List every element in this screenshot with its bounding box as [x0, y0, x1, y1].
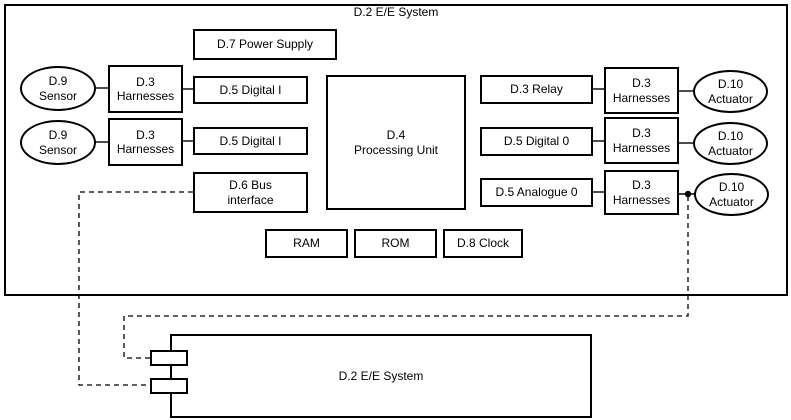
digital-input-1-node: D.5 Digital I [193, 76, 308, 104]
digital-input-2-node: D.5 Digital I [193, 127, 308, 155]
harnesses-right-3-node: D.3 Harnesses [604, 170, 679, 215]
power-supply-node: D.7 Power Supply [193, 29, 337, 60]
relay-node: D.3 Relay [480, 75, 593, 104]
digital-output-node: D.5 Digital 0 [480, 127, 593, 156]
sensor-2-node: D.9 Sensor [20, 120, 96, 165]
harnesses-left-1-node: D.3 Harnesses [108, 65, 183, 113]
sensor-1-node: D.9 Sensor [20, 66, 96, 111]
ee-system-title: D.2 E/E System [353, 5, 439, 19]
harnesses-right-1-node: D.3 Harnesses [604, 67, 679, 114]
actuator-1-node: D.10 Actuator [693, 70, 768, 113]
rom-node: ROM [354, 229, 437, 258]
actuator-3-node: D.10 Actuator [694, 173, 769, 216]
subsystem-port-1 [150, 350, 188, 366]
analogue-output-node: D.5 Analogue 0 [480, 178, 593, 207]
ram-node: RAM [265, 229, 348, 258]
subsystem-title: D.2 E/E System [338, 369, 424, 383]
processing-unit-node: D.4 Processing Unit [326, 75, 466, 210]
harnesses-left-2-node: D.3 Harnesses [108, 118, 183, 166]
harnesses-right-2-node: D.3 Harnesses [604, 117, 679, 164]
clock-node: D.8 Clock [443, 229, 523, 258]
bus-interface-node: D.6 Bus interface [193, 172, 308, 213]
actuator-2-node: D.10 Actuator [693, 122, 768, 165]
subsystem-port-2 [150, 378, 188, 394]
